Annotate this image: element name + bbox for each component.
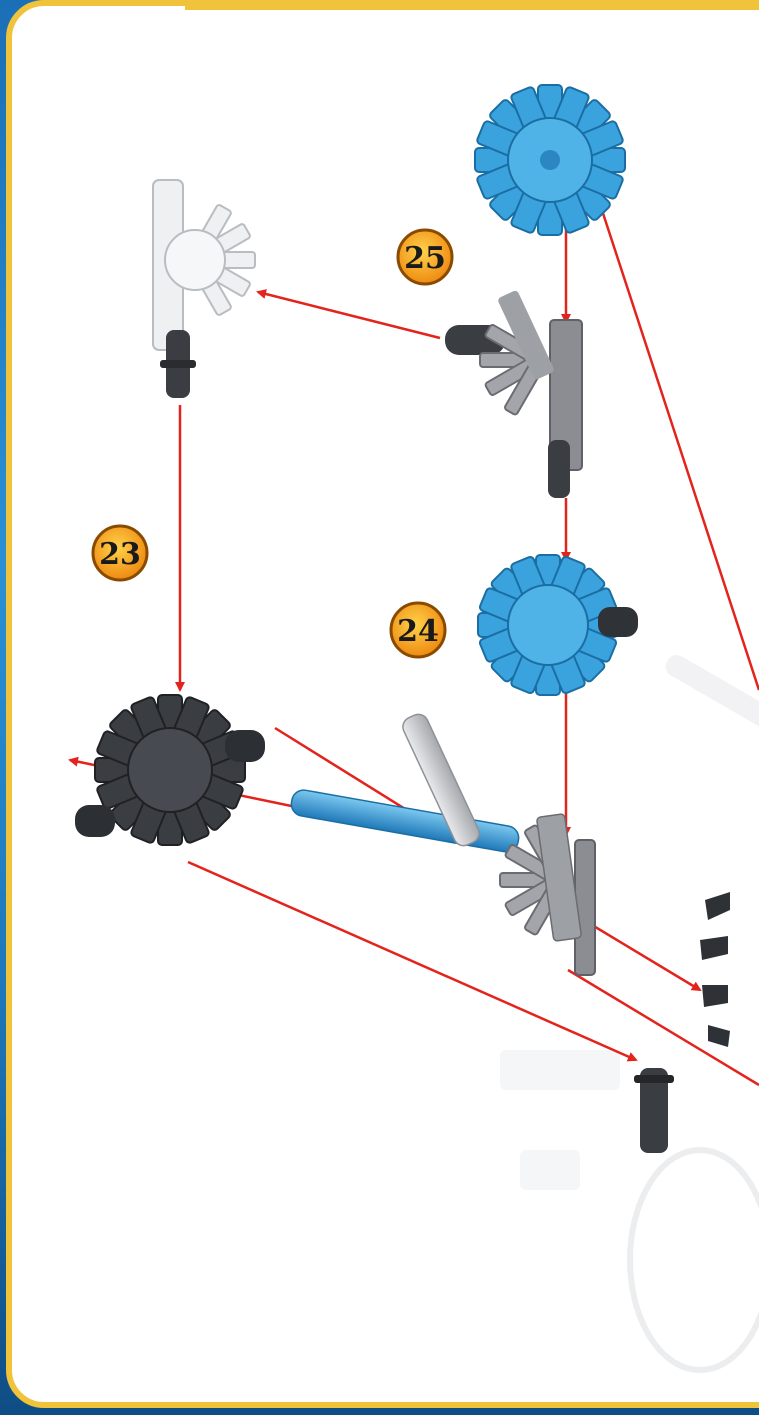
step-number-24: 24	[397, 614, 439, 649]
small-dark-connector	[634, 1068, 674, 1153]
blue-gear-24	[478, 555, 638, 695]
blue-rod	[289, 788, 520, 854]
white-gear	[153, 180, 255, 398]
dark-gear-edge	[700, 870, 759, 1060]
step-badge-23: 23	[93, 526, 147, 580]
arrow-to-white-gear	[258, 292, 440, 338]
ghost-model	[500, 651, 759, 1370]
step-number-23: 23	[99, 537, 141, 572]
arrow-to-edge-gear	[592, 925, 700, 990]
step-number-25: 25	[404, 241, 446, 276]
blue-gear-top	[475, 85, 625, 235]
step-badge-25: 25	[398, 230, 452, 284]
dark-gear-23	[75, 695, 265, 845]
gray-connector-25	[445, 290, 582, 498]
step-badge-24: 24	[391, 603, 445, 657]
